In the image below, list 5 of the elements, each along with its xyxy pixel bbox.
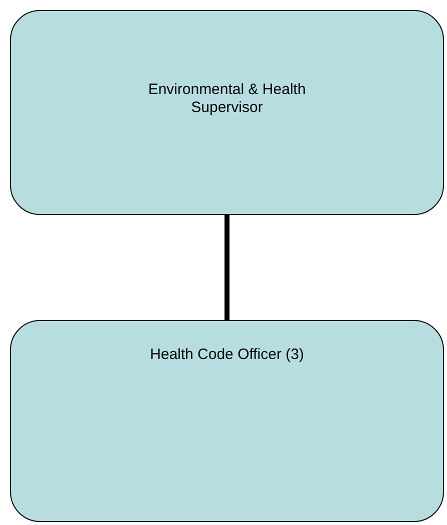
- role-title: Health Code Officer (3): [150, 346, 304, 364]
- role-box: [10, 320, 444, 522]
- connector-line: [224, 215, 230, 320]
- role-box: [10, 10, 444, 215]
- role-title: Environmental & Health Supervisor: [147, 81, 307, 117]
